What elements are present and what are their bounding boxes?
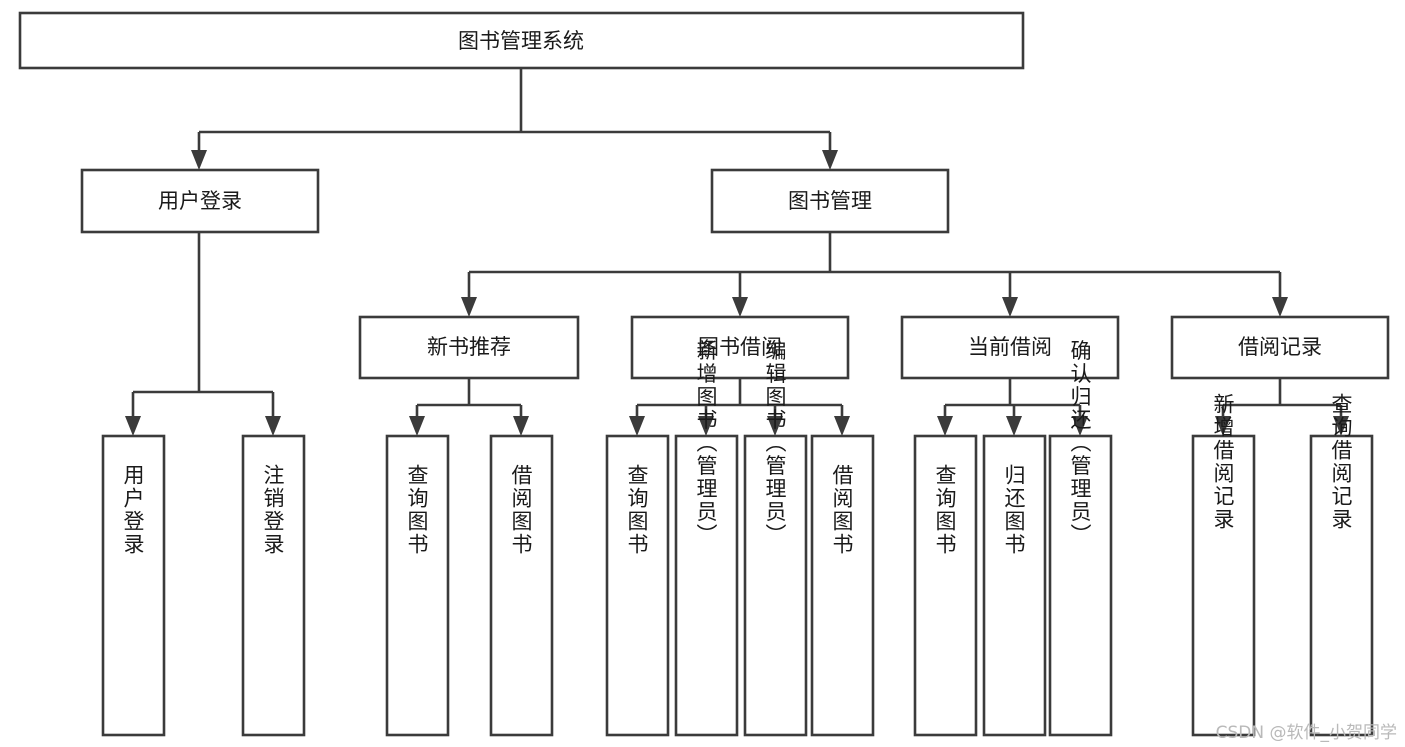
node-borrow-record[interactable]: 借阅记录 <box>1170 315 1390 380</box>
arrowhead-leaf-borrow-book-1 <box>513 416 529 436</box>
nodes-layer: 图书管理系统 用户登录 图书管理 新书推荐 图书借阅 <box>18 11 1390 737</box>
node-leaf-logout[interactable]: 注销登录 <box>241 434 306 737</box>
node-leaf-return-book[interactable]: 归还图书 <box>982 434 1047 737</box>
node-book-manage-label: 图书管理 <box>788 189 872 213</box>
node-book-manage[interactable]: 图书管理 <box>710 168 950 234</box>
arrowhead-leaf-add-record <box>1215 416 1231 436</box>
node-current-borrow-label: 当前借阅 <box>968 335 1052 359</box>
arrowhead-new-book-rec <box>461 297 477 317</box>
arrowhead-leaf-query-record <box>1333 416 1349 436</box>
node-leaf-borrow-book-1-label: 借阅图书 <box>509 464 533 556</box>
arrowhead-leaf-query-book-1 <box>409 416 425 436</box>
node-leaf-return-book-label: 归还图书 <box>1002 464 1026 556</box>
node-leaf-add-record-box[interactable] <box>1191 434 1256 737</box>
node-new-book-rec-label: 新书推荐 <box>427 335 511 359</box>
node-leaf-query-book-1-label: 查询图书 <box>405 464 429 556</box>
node-leaf-query-book-1[interactable]: 查询图书 <box>385 434 450 737</box>
node-leaf-confirm-return[interactable]: 确认归还（管理员） <box>1048 340 1113 737</box>
node-leaf-query-record[interactable]: 查询借阅记录 <box>1309 393 1374 737</box>
node-leaf-add-record[interactable]: 新增借阅记录 <box>1191 393 1256 737</box>
node-root[interactable]: 图书管理系统 <box>18 11 1025 70</box>
node-leaf-borrow-book-2[interactable]: 借阅图书 <box>810 434 875 737</box>
node-borrow-record-label: 借阅记录 <box>1238 335 1322 359</box>
node-leaf-add-book-box[interactable] <box>674 434 739 737</box>
arrowhead-book-borrow <box>732 297 748 317</box>
node-leaf-edit-book[interactable]: 编辑图书（管理员） <box>743 340 808 737</box>
arrowhead-leaf-logout <box>265 416 281 436</box>
arrowhead-leaf-confirm-return <box>1072 416 1088 436</box>
node-leaf-user-login-box[interactable] <box>101 434 166 737</box>
arrowhead-leaf-query-book-3 <box>937 416 953 436</box>
node-leaf-query-book-3-label: 查询图书 <box>933 464 957 556</box>
arrowhead-bookmanage <box>822 150 838 170</box>
node-leaf-confirm-return-box[interactable] <box>1048 434 1113 737</box>
arrowhead-userlogin <box>191 150 207 170</box>
node-leaf-return-book-box[interactable] <box>982 434 1047 737</box>
node-leaf-query-book-1-box[interactable] <box>385 434 450 737</box>
arrowhead-current-borrow <box>1002 297 1018 317</box>
node-root-label: 图书管理系统 <box>458 29 584 53</box>
node-user-login-box[interactable] <box>80 168 320 234</box>
node-book-borrow-box[interactable] <box>630 315 850 380</box>
arrowhead-leaf-return-book <box>1006 416 1022 436</box>
node-leaf-query-record-box[interactable] <box>1309 434 1374 737</box>
node-leaf-query-book-3[interactable]: 查询图书 <box>913 434 978 737</box>
node-book-borrow[interactable]: 图书借阅 <box>630 315 850 380</box>
node-new-book-rec[interactable]: 新书推荐 <box>358 315 580 380</box>
node-leaf-query-book-2-box[interactable] <box>605 434 670 737</box>
node-leaf-query-book-2[interactable]: 查询图书 <box>605 434 670 737</box>
arrowhead-leaf-edit-book <box>767 416 783 436</box>
node-book-borrow-label: 图书借阅 <box>698 335 782 359</box>
node-borrow-record-box[interactable] <box>1170 315 1390 380</box>
node-book-manage-box[interactable] <box>710 168 950 234</box>
node-user-login[interactable]: 用户登录 <box>80 168 320 234</box>
node-leaf-borrow-book-1[interactable]: 借阅图书 <box>489 434 554 737</box>
arrowhead-leaf-borrow-book-2 <box>834 416 850 436</box>
node-leaf-edit-book-label: 编辑图书（管理员） <box>763 340 787 547</box>
node-leaf-add-book[interactable]: 新增图书（管理员） <box>674 340 739 737</box>
node-leaf-borrow-book-1-box[interactable] <box>489 434 554 737</box>
node-current-borrow[interactable]: 当前借阅 <box>900 315 1120 380</box>
arrowhead-leaf-user-login <box>125 416 141 436</box>
node-leaf-query-record-label: 查询借阅记录 <box>1329 393 1353 531</box>
arrowhead-leaf-query-book-2 <box>629 416 645 436</box>
node-leaf-user-login[interactable]: 用户登录 <box>101 434 166 737</box>
node-leaf-logout-box[interactable] <box>241 434 306 737</box>
node-current-borrow-box[interactable] <box>900 315 1120 380</box>
node-leaf-query-book-2-label: 查询图书 <box>625 464 649 556</box>
node-leaf-query-book-3-box[interactable] <box>913 434 978 737</box>
arrowhead-borrow-record <box>1272 297 1288 317</box>
node-leaf-add-record-label: 新增借阅记录 <box>1211 393 1235 531</box>
node-leaf-edit-book-box[interactable] <box>743 434 808 737</box>
node-root-box[interactable] <box>18 11 1025 70</box>
node-leaf-user-login-label: 用户登录 <box>121 464 145 556</box>
node-new-book-rec-box[interactable] <box>358 315 580 380</box>
node-leaf-add-book-label: 新增图书（管理员） <box>694 340 718 547</box>
node-leaf-confirm-return-label: 确认归还（管理员） <box>1068 340 1092 547</box>
edges-layer <box>125 68 1349 436</box>
node-leaf-borrow-book-2-label: 借阅图书 <box>830 464 854 556</box>
node-leaf-borrow-book-2-box[interactable] <box>810 434 875 737</box>
node-user-login-label: 用户登录 <box>158 189 242 213</box>
node-leaf-logout-label: 注销登录 <box>261 464 285 556</box>
arrowhead-leaf-add-book <box>698 416 714 436</box>
